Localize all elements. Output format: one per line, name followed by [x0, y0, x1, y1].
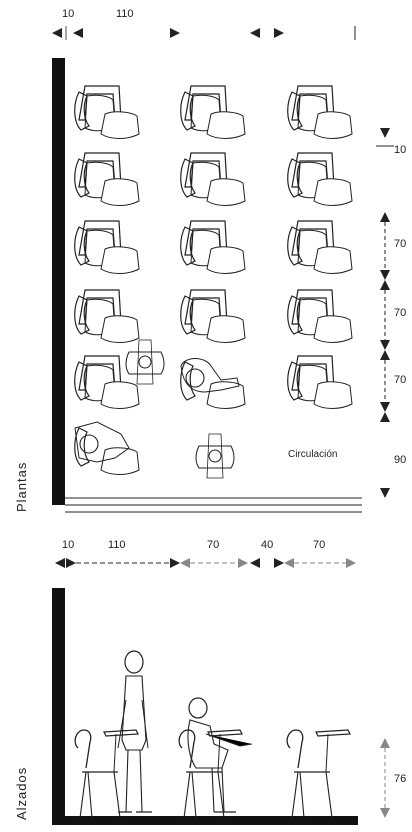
top-dimension-row [52, 26, 356, 40]
top-dim-110: 110 [116, 8, 134, 20]
right-dim-70-c: 70 [394, 374, 407, 386]
elevation-drawing [52, 588, 390, 825]
standing-person [117, 650, 152, 813]
right-dim-90: 90 [394, 454, 407, 466]
elevation-wall [52, 588, 65, 823]
mid-dim-10: 10 [62, 539, 75, 551]
elevation-floor [52, 816, 358, 825]
plan-section-label: Plantas [14, 461, 29, 512]
plan-wall [52, 58, 65, 505]
mid-dim-70-a: 70 [207, 539, 220, 551]
plan-floor-lines [65, 497, 362, 513]
mid-dim-110: 110 [108, 539, 126, 551]
right-dim-70-a: 70 [394, 238, 407, 250]
right-dimension-chain [376, 128, 394, 498]
mid-dim-40: 40 [261, 539, 274, 551]
mid-dim-70-b: 70 [313, 539, 326, 551]
plan-desk-grid [74, 85, 353, 479]
circulation-label: Circulación [288, 449, 338, 460]
right-dim-70-b: 70 [394, 307, 407, 319]
elevation-dim-76: 76 [394, 773, 407, 785]
middle-dimension-row [55, 558, 356, 568]
elevation-section-label: Alzados [14, 766, 29, 820]
top-dim-10: 10 [62, 8, 75, 20]
seated-person [187, 697, 253, 813]
right-dim-10: 10 [394, 144, 407, 156]
